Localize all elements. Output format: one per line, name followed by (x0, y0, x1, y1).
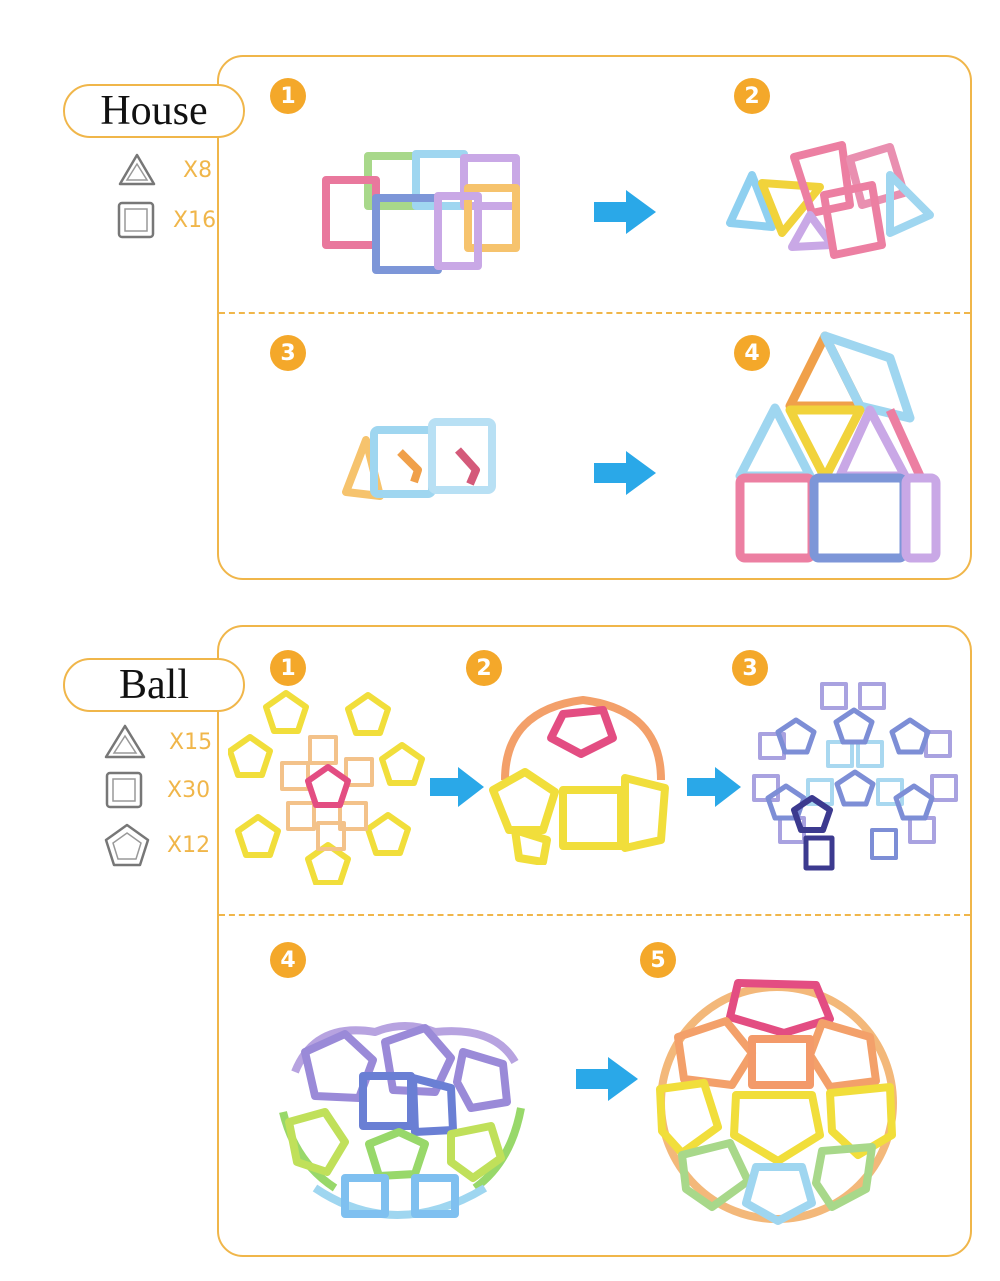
ball-part-triangle: X15 (103, 723, 212, 761)
ball-arrow-2 (687, 767, 741, 807)
house-step-3-badge: 3 (270, 335, 306, 371)
ball-step-divider (219, 914, 970, 916)
ball-step-4-badge: 4 (270, 942, 306, 978)
house-part-square: X16 (117, 201, 216, 239)
house-step-divider (219, 312, 970, 314)
triangle-icon (118, 153, 156, 186)
ball-step-3-badge: 3 (732, 650, 768, 686)
house-step-1-image (322, 150, 520, 274)
house-step-4-badge: 4 (734, 335, 770, 371)
pentagon-icon (104, 823, 150, 867)
house-title: House (63, 84, 245, 138)
ball-part-pentagon: X12 (103, 822, 210, 868)
ball-pentagon-qty: X12 (167, 832, 211, 858)
ball-step-1-badge: 1 (270, 650, 306, 686)
ball-step-1-image (228, 690, 425, 885)
ball-arrow-1 (430, 767, 484, 807)
ball-step-2-badge: 2 (466, 650, 502, 686)
house-square-qty: X16 (173, 207, 217, 233)
ball-step-4-image (279, 1022, 525, 1219)
house-arrow-1 (594, 190, 656, 234)
square-icon (117, 201, 155, 239)
ball-part-square: X30 (105, 771, 210, 809)
house-step-4-image (735, 331, 941, 563)
house-arrow-2 (594, 451, 656, 495)
ball-title: Ball (63, 658, 245, 712)
ball-step-2-image (489, 696, 669, 865)
ball-step-3-image (752, 682, 958, 871)
ball-triangle-qty: X15 (169, 729, 213, 755)
triangle-icon (104, 724, 146, 759)
house-triangle-qty: X8 (183, 157, 213, 183)
house-step-3-image (342, 418, 496, 500)
ball-arrow-3 (576, 1057, 638, 1101)
ball-step-5-image (656, 979, 897, 1225)
house-step-1-badge: 1 (270, 78, 306, 114)
square-icon (105, 771, 143, 809)
ball-square-qty: X30 (167, 777, 211, 803)
house-part-triangle: X8 (117, 152, 212, 188)
ball-step-5-badge: 5 (640, 942, 676, 978)
house-step-2-image (726, 141, 934, 259)
house-step-2-badge: 2 (734, 78, 770, 114)
